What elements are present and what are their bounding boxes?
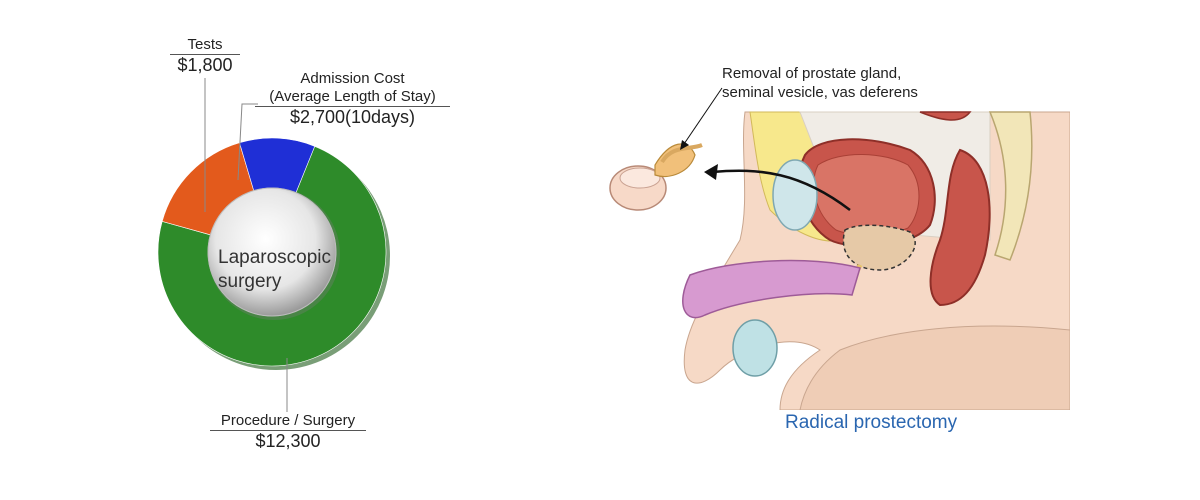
tests-rule [170,54,240,55]
annotation-line2: seminal vesicle, vas deferens [722,84,918,101]
testis [732,319,778,377]
annotation-pointer-head [680,140,689,150]
annotation-pointer [683,87,723,145]
removal-arrow [711,169,851,211]
removal-arrow-head [704,164,718,180]
annotation: Removal of prostate gland, seminal vesic… [722,64,962,102]
figure-caption: Radical prostectomy [785,412,958,433]
thigh [799,325,1070,410]
procedure-rule [210,430,366,431]
penis [682,259,861,319]
procedure-value: $12,300 [255,431,321,451]
procedure-name: Procedure / Surgery [220,412,356,429]
sacrum [988,111,1033,261]
admission-value: $2,700(10days) [289,107,416,127]
removed-seminal-vesicle [654,143,696,177]
slice-group [157,137,390,370]
procedure-label: Procedure / Surgery $12,300 [210,412,366,451]
center-label: Laparoscopic surgery [218,247,332,292]
tests-label: Tests $1,800 [170,36,240,75]
removed-organs-diagram [609,87,851,211]
leader-lines [204,78,288,412]
pubic-bone [772,159,818,231]
admission-name: Admission Cost [300,70,405,87]
leader-admission [237,103,258,181]
annotation-line1: Removal of prostate gland, [722,65,902,82]
removed-prostate-top [619,167,661,189]
admission-sublabel: (Average Length of Stay) [269,88,436,105]
tests-value: $1,800 [177,55,233,75]
bladder-inner [813,154,920,236]
donut-chart [157,137,390,370]
tests-name: Tests [187,36,223,53]
rectum [929,148,991,307]
center-disc-face [207,187,337,317]
admission-label: Admission Cost (Average Length of Stay) … [255,70,450,127]
prostate-region [842,224,916,271]
admission-rule [255,106,450,107]
colon-top [919,111,972,121]
